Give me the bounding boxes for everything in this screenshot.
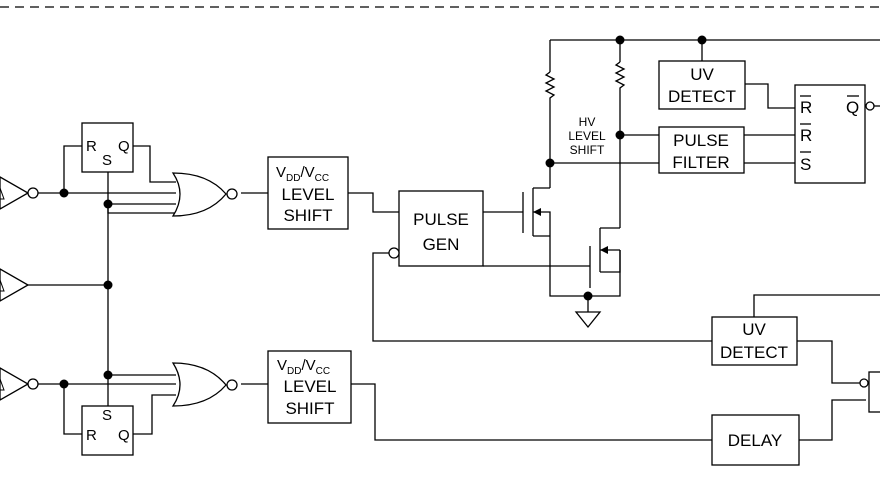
pulse-gen-block: PULSE GEN xyxy=(388,190,484,267)
ground-icon xyxy=(574,311,602,329)
svg-text:SHIFT: SHIFT xyxy=(283,206,332,225)
input-comparator-bottom xyxy=(0,367,39,401)
svg-text:Q: Q xyxy=(118,138,130,155)
svg-text:S: S xyxy=(102,152,112,169)
pulse-filter-block: PULSE FILTER xyxy=(658,126,745,174)
resistor-left xyxy=(544,71,556,100)
mosfet-right xyxy=(589,227,621,288)
svg-text:SHIFT: SHIFT xyxy=(285,399,334,418)
svg-text:LEVEL: LEVEL xyxy=(284,377,337,396)
svg-text:R: R xyxy=(800,126,812,145)
svg-text:PULSE: PULSE xyxy=(413,210,469,229)
svg-text:S: S xyxy=(800,155,811,174)
svg-text:LEVEL: LEVEL xyxy=(282,185,335,204)
rs-latch-bottom: S R Q xyxy=(81,405,134,456)
hv-level-shift-label: HV LEVEL SHIFT xyxy=(568,115,606,157)
svg-text:R: R xyxy=(86,427,97,444)
svg-text:UV: UV xyxy=(742,320,766,339)
mosfet-left xyxy=(522,187,551,237)
svg-text:R: R xyxy=(800,98,812,117)
input-comparator-top xyxy=(0,176,39,210)
svg-text:FILTER: FILTER xyxy=(672,153,729,172)
svg-text:DETECT: DETECT xyxy=(668,87,736,106)
level-shift-bottom: VDD/VCC LEVEL SHIFT xyxy=(267,350,352,424)
output-gate-partial xyxy=(859,371,880,413)
uv-detect-bottom: UV DETECT xyxy=(711,316,798,366)
svg-text:VDD/VCC: VDD/VCC xyxy=(276,164,329,184)
latch-right: R R S Q xyxy=(794,84,875,184)
nor-gate-bottom xyxy=(171,362,238,407)
svg-text:UV: UV xyxy=(690,65,714,84)
svg-text:PULSE: PULSE xyxy=(673,131,729,150)
junction-dots xyxy=(59,35,707,389)
svg-text:DETECT: DETECT xyxy=(720,343,788,362)
svg-text:DELAY: DELAY xyxy=(728,431,783,450)
svg-text:HV: HV xyxy=(579,115,596,129)
svg-text:S: S xyxy=(102,407,112,424)
svg-text:VDD/VCC: VDD/VCC xyxy=(277,357,330,377)
svg-text:Q: Q xyxy=(846,98,859,117)
svg-text:LEVEL: LEVEL xyxy=(568,129,606,143)
svg-text:Q: Q xyxy=(118,427,130,444)
wiring xyxy=(28,39,880,441)
level-shift-top: VDD/VCC LEVEL SHIFT xyxy=(267,156,349,230)
svg-text:SHIFT: SHIFT xyxy=(570,143,605,157)
rs-latch-top: R S Q xyxy=(81,122,134,173)
uv-detect-top: UV DETECT xyxy=(658,60,746,110)
svg-text:GEN: GEN xyxy=(423,235,460,254)
nor-gate-top xyxy=(171,172,238,217)
svg-text:R: R xyxy=(86,138,97,155)
delay-block: DELAY xyxy=(711,414,800,466)
resistor-right xyxy=(614,61,626,92)
input-comparator-middle xyxy=(0,268,30,302)
